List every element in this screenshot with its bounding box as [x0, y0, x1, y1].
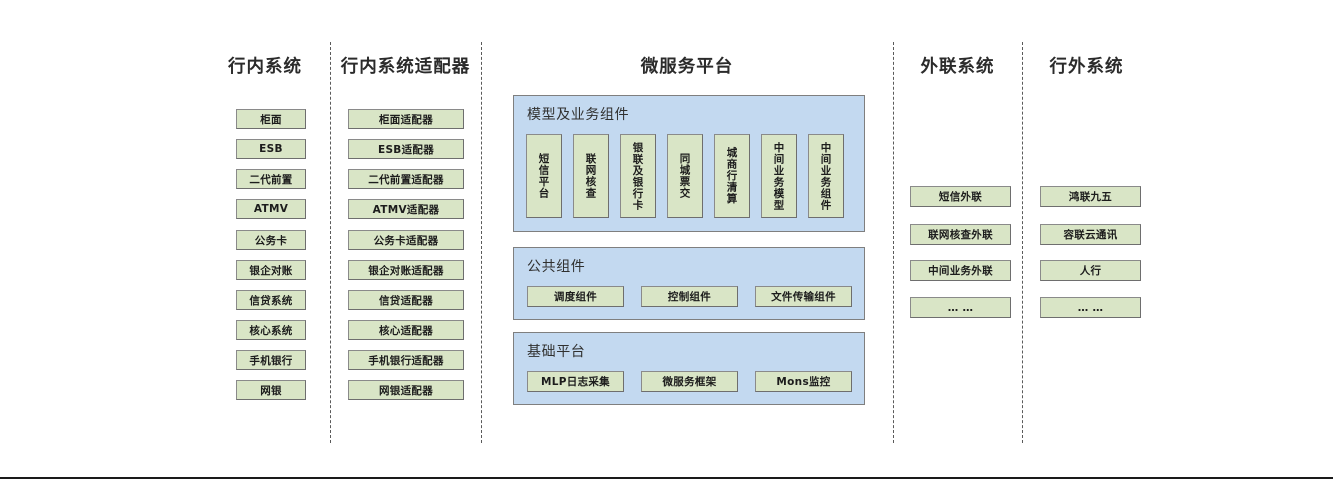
- list-item[interactable]: MLP日志采集: [527, 371, 624, 392]
- list-item[interactable]: … …: [910, 297, 1011, 318]
- list-item[interactable]: ATMV适配器: [348, 199, 464, 219]
- list-item[interactable]: 银企对账: [236, 260, 306, 280]
- list-item[interactable]: 公务卡: [236, 230, 306, 250]
- list-item[interactable]: 同城票交: [667, 134, 703, 218]
- list-item[interactable]: … …: [1040, 297, 1141, 318]
- list-item[interactable]: 手机银行适配器: [348, 350, 464, 370]
- list-item[interactable]: 城商行清算: [714, 134, 750, 218]
- column-title-external-link-systems: 外联系统: [920, 57, 995, 77]
- list-item[interactable]: 手机银行: [236, 350, 306, 370]
- column-title-microservice-platform: 微服务平台: [640, 57, 734, 77]
- column-title-out-of-bank-systems: 行外系统: [1049, 57, 1124, 77]
- column-divider-2: [481, 42, 482, 443]
- panel-title: 模型及业务组件: [527, 107, 630, 123]
- panel-title: 公共组件: [527, 259, 586, 275]
- list-item[interactable]: 银企对账适配器: [348, 260, 464, 280]
- list-item[interactable]: 网银: [236, 380, 306, 400]
- list-item[interactable]: 中间业务模型: [761, 134, 797, 218]
- list-item[interactable]: 联网核查外联: [910, 224, 1011, 245]
- column-title-in-bank-adapters: 行内系统适配器: [340, 57, 471, 77]
- list-item[interactable]: 柜面: [236, 109, 306, 129]
- list-item[interactable]: 容联云通讯: [1040, 224, 1141, 245]
- list-item[interactable]: 银联及银行卡: [620, 134, 656, 218]
- list-item[interactable]: 柜面适配器: [348, 109, 464, 129]
- panel-base-platform: 基础平台: [513, 332, 865, 405]
- list-item[interactable]: 联网核查: [573, 134, 609, 218]
- list-item[interactable]: 中间业务外联: [910, 260, 1011, 281]
- list-item[interactable]: 鸿联九五: [1040, 186, 1141, 207]
- panel-public-components: 公共组件: [513, 247, 865, 320]
- list-item[interactable]: 控制组件: [641, 286, 738, 307]
- list-item[interactable]: 调度组件: [527, 286, 624, 307]
- list-item[interactable]: 微服务框架: [641, 371, 738, 392]
- list-item[interactable]: Mons监控: [755, 371, 852, 392]
- list-item[interactable]: ESB: [236, 139, 306, 159]
- column-divider-4: [1022, 42, 1023, 443]
- list-item[interactable]: 短信外联: [910, 186, 1011, 207]
- list-item[interactable]: ESB适配器: [348, 139, 464, 159]
- list-item[interactable]: 信贷适配器: [348, 290, 464, 310]
- column-divider-3: [893, 42, 894, 443]
- list-item[interactable]: 二代前置: [236, 169, 306, 189]
- list-item[interactable]: 短信平台: [526, 134, 562, 218]
- list-item[interactable]: 文件传输组件: [755, 286, 852, 307]
- list-item[interactable]: 人行: [1040, 260, 1141, 281]
- list-item[interactable]: 网银适配器: [348, 380, 464, 400]
- list-item[interactable]: ATMV: [236, 199, 306, 219]
- list-item[interactable]: 二代前置适配器: [348, 169, 464, 189]
- column-divider-1: [330, 42, 331, 443]
- panel-title: 基础平台: [527, 344, 586, 360]
- list-item[interactable]: 核心系统: [236, 320, 306, 340]
- column-title-in-bank-systems: 行内系统: [228, 57, 302, 77]
- list-item[interactable]: 核心适配器: [348, 320, 464, 340]
- list-item[interactable]: 公务卡适配器: [348, 230, 464, 250]
- list-item[interactable]: 信贷系统: [236, 290, 306, 310]
- list-item[interactable]: 中间业务组件: [808, 134, 844, 218]
- bottom-divider: [0, 477, 1333, 479]
